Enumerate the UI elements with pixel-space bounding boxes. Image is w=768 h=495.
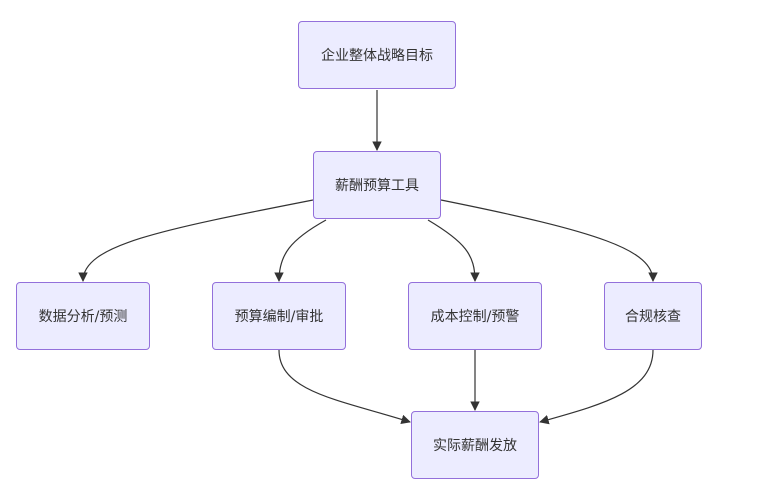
node-cost-control: 成本控制/预警 xyxy=(408,282,542,350)
node-budget-approval-label: 预算编制/审批 xyxy=(234,309,324,325)
edge-compliance-to-payout xyxy=(539,349,654,425)
edge-tool-to-budget-approval xyxy=(274,219,327,282)
node-data-analysis: 数据分析/预测 xyxy=(16,282,150,350)
node-strategic-goal-label: 企业整体战略目标 xyxy=(321,48,433,64)
edge-tool-to-compliance xyxy=(440,199,658,282)
edge-tool-to-cost-control xyxy=(427,219,480,282)
edge-budget-approval-to-payout xyxy=(278,349,411,424)
node-actual-payout: 实际薪酬发放 xyxy=(411,411,539,479)
node-salary-budget-tool-label: 薪酬预算工具 xyxy=(335,178,419,194)
edge-tool-to-data-analysis xyxy=(78,199,314,282)
node-budget-approval: 预算编制/审批 xyxy=(212,282,346,350)
node-compliance-check: 合规核查 xyxy=(604,282,702,350)
node-compliance-check-label: 合规核查 xyxy=(625,309,681,325)
node-strategic-goal: 企业整体战略目标 xyxy=(298,21,456,89)
node-cost-control-label: 成本控制/预警 xyxy=(430,309,520,325)
node-actual-payout-label: 实际薪酬发放 xyxy=(433,438,517,454)
node-salary-budget-tool: 薪酬预算工具 xyxy=(313,151,441,219)
node-data-analysis-label: 数据分析/预测 xyxy=(38,309,128,325)
